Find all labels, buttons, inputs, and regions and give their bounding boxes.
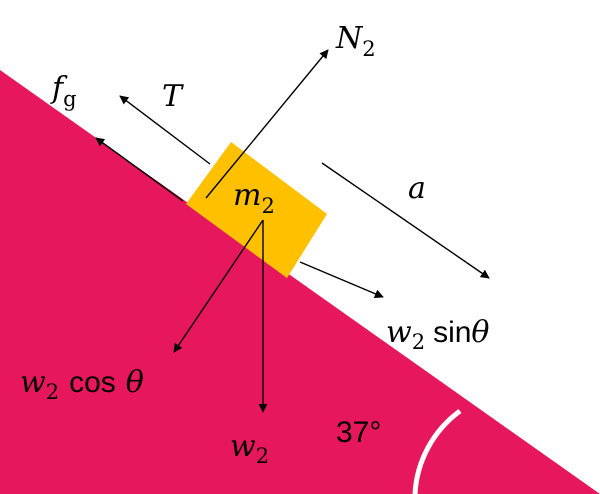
normal-force-arrow bbox=[205, 49, 329, 199]
acceleration-label: a bbox=[408, 171, 426, 206]
weight-perpendicular-arrow bbox=[173, 219, 264, 353]
angle-arc bbox=[412, 408, 462, 494]
normal-force-label: N2 bbox=[335, 21, 376, 61]
acceleration-arrow bbox=[321, 162, 490, 279]
friction-label: fg bbox=[50, 71, 77, 111]
tension-arrow bbox=[119, 95, 211, 165]
tension-label: T bbox=[162, 79, 184, 114]
weight-label: w2 bbox=[230, 429, 269, 468]
inclined-plane bbox=[0, 70, 600, 494]
block bbox=[186, 142, 327, 278]
mass-label: m2 bbox=[233, 178, 275, 218]
weight-parallel-arrow bbox=[299, 261, 384, 298]
angle-label: 37° bbox=[336, 416, 381, 449]
friction-arrow bbox=[95, 137, 184, 202]
